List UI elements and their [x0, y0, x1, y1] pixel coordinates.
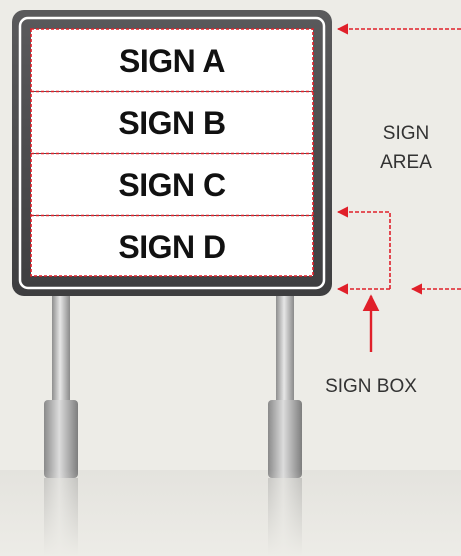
sign-box-annotation — [338, 212, 461, 352]
sign-box-label: SIGN BOX — [325, 376, 417, 397]
sign-area-label-line1: SIGN — [383, 123, 429, 144]
sign-c-text: SIGN C — [118, 167, 226, 203]
sign-d-text: SIGN D — [118, 229, 225, 265]
sign-a-text: SIGN A — [119, 43, 225, 79]
sign-area-label-line2: AREA — [380, 152, 432, 173]
sign-b-text: SIGN B — [118, 105, 225, 141]
